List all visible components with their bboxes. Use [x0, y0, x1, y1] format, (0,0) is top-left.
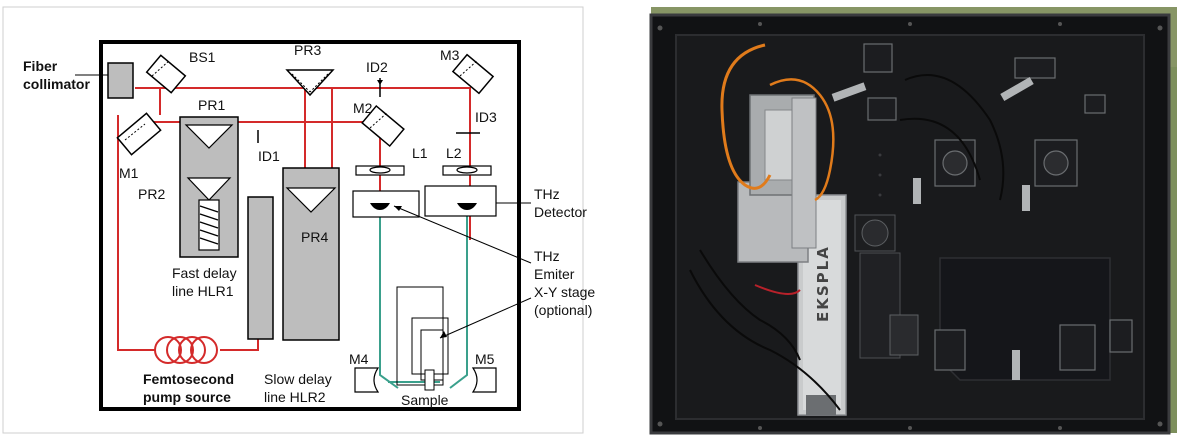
thz-detector-box: [425, 186, 496, 216]
label-m5: M5: [475, 351, 495, 367]
label-m2: M2: [353, 100, 373, 116]
label-m1: M1: [119, 165, 139, 181]
label-slow-delay-2: line HLR2: [264, 389, 326, 405]
thz-emitter-box: [353, 191, 419, 217]
label-bs1: BS1: [189, 49, 216, 65]
label-m4: M4: [349, 351, 369, 367]
lens-l1: [356, 166, 404, 175]
fiber-collimator: [108, 63, 133, 98]
label-fiber: Fiber: [23, 58, 58, 74]
label-pr4: PR4: [301, 229, 328, 245]
label-id1: ID1: [258, 148, 280, 164]
schematic-panel: Fiber collimator BS1 PR3 ID2 M3 PR1 M2 I…: [3, 7, 595, 433]
slow-delay-line-hlr2: [283, 168, 339, 340]
label-thz-detector-2: Detector: [534, 204, 587, 220]
label-pr3: PR3: [294, 42, 321, 58]
label-pr1: PR1: [198, 97, 225, 113]
photo-delay-stage: [738, 95, 816, 262]
label-thz-emitter-2: Emiter: [534, 266, 575, 282]
label-thz-detector-1: THz: [534, 186, 560, 202]
label-femto-2: pump source: [143, 389, 231, 405]
label-l2: L2: [446, 145, 462, 161]
label-femto-1: Femtosecond: [143, 371, 234, 387]
label-xy-stage-1: X-Y stage: [534, 284, 595, 300]
label-xy-stage-2: (optional): [534, 302, 592, 318]
label-thz-emitter-1: THz: [534, 248, 560, 264]
label-sample: Sample: [401, 392, 449, 408]
m5-mirror: [473, 368, 496, 392]
lens-l2: [443, 166, 491, 175]
label-pr2: PR2: [138, 186, 165, 202]
label-slow-delay-1: Slow delay: [264, 371, 332, 387]
label-id3: ID3: [475, 109, 497, 125]
label-m3: M3: [440, 47, 460, 63]
fast-delay-line-hlr1: [180, 117, 238, 257]
m4-mirror: [355, 368, 378, 392]
photo-brand-label: EKSPLA: [814, 245, 832, 322]
label-l1: L1: [412, 145, 428, 161]
label-fast-delay-2: line HLR1: [172, 283, 234, 299]
label-collimator: collimator: [23, 76, 90, 92]
photo-panel: EKSPLA: [651, 7, 1177, 433]
label-id2: ID2: [366, 59, 388, 75]
fast-delay-rail: [248, 197, 273, 339]
label-fast-delay-1: Fast delay: [172, 265, 237, 281]
